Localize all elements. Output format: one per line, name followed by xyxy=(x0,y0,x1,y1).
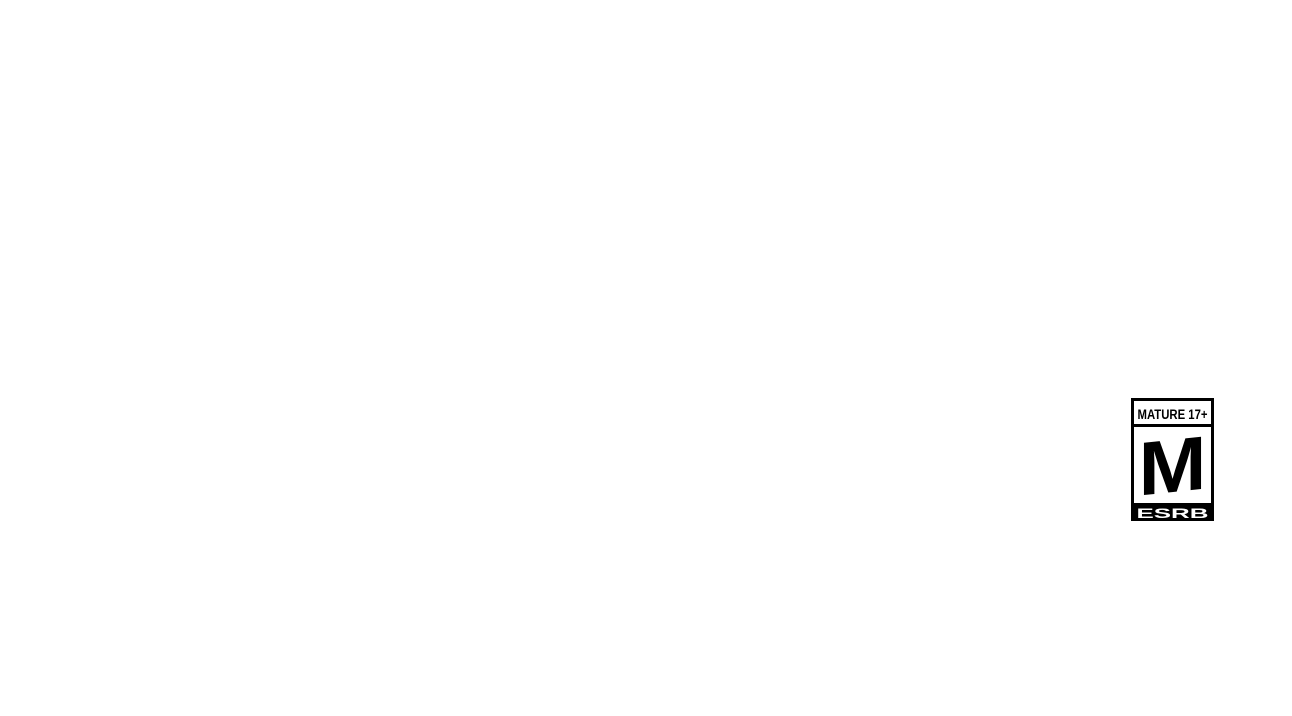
rating-label: MATURE 17+ xyxy=(1138,407,1208,422)
rating-letter: M xyxy=(1139,421,1207,513)
esrb-rating-logo: MATURE 17+ M ESRB xyxy=(1131,398,1214,521)
rating-board: ESRB xyxy=(1137,505,1209,521)
esrb-mature-icon: MATURE 17+ M ESRB xyxy=(1131,398,1214,521)
